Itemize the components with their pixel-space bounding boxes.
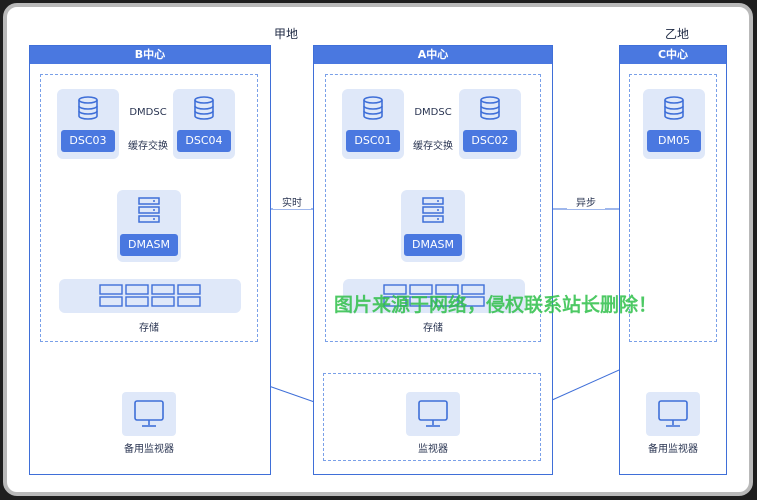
cache-exchange-label-b: 缓存交换 [128, 141, 168, 152]
center-c-title: C中心 [620, 46, 726, 64]
node-dmasm-a-label: DMASM [404, 234, 462, 256]
region-label-yi: 乙地 [665, 27, 690, 41]
monitor-c [646, 392, 700, 436]
monitor-c-label: 备用监视器 [648, 444, 698, 455]
center-b-title: B中心 [30, 46, 270, 64]
database-icon [480, 96, 500, 120]
database-icon [78, 96, 98, 120]
node-dsc03-label: DSC03 [61, 130, 115, 152]
node-dsc04-label: DSC04 [177, 130, 231, 152]
server-icon [422, 197, 444, 223]
monitor-icon [134, 400, 164, 427]
monitor-icon [418, 400, 448, 427]
node-dm05-label: DM05 [647, 130, 701, 152]
disk-array-icon [383, 284, 485, 307]
monitor-a-label: 监视器 [418, 444, 448, 455]
watermark-text: 图片来源于网络，侵权联系站长删除！ [334, 294, 658, 316]
storage-label-b: 存储 [139, 323, 159, 334]
database-icon [194, 96, 214, 120]
node-dmasm-b-label: DMASM [120, 234, 178, 256]
database-icon [363, 96, 383, 120]
cluster-c [629, 74, 717, 342]
cluster-a [325, 74, 541, 342]
cache-exchange-label-a: 缓存交换 [413, 141, 453, 152]
database-icon [664, 96, 684, 120]
disk-array-icon [99, 284, 201, 307]
node-dsc03: DSC03 [57, 89, 119, 159]
node-dsc01-label: DSC01 [346, 130, 400, 152]
async-label: 异步 [567, 194, 605, 209]
storage-b [59, 279, 241, 313]
storage-label-a: 存储 [423, 323, 443, 334]
node-dsc04: DSC04 [173, 89, 235, 159]
node-dm05: DM05 [643, 89, 705, 159]
region-label-jia: 甲地 [274, 27, 299, 41]
node-dmasm-b: DMASM [117, 190, 181, 262]
monitor-b-label: 备用监视器 [124, 444, 174, 455]
node-dsc02-label: DSC02 [463, 130, 517, 152]
storage-a [343, 279, 525, 313]
dmdsc-label-a: DMDSC [414, 107, 452, 118]
monitor-icon [658, 400, 688, 427]
center-a-title: A中心 [314, 46, 552, 64]
node-dmasm-a: DMASM [401, 190, 465, 262]
dmdsc-label-b: DMDSC [129, 107, 167, 118]
node-dsc02: DSC02 [459, 89, 521, 159]
diagram-frame: 甲地 乙地 B中心 A中心 C中心 DSC03 DSC04 DMDSC 缓存交换 [3, 3, 753, 496]
cluster-b [40, 74, 258, 342]
monitor-zone-a [323, 373, 541, 461]
realtime-label: 实时 [273, 194, 311, 209]
server-icon [138, 197, 160, 223]
node-dsc01: DSC01 [342, 89, 404, 159]
monitor-a [406, 392, 460, 436]
monitor-b [122, 392, 176, 436]
